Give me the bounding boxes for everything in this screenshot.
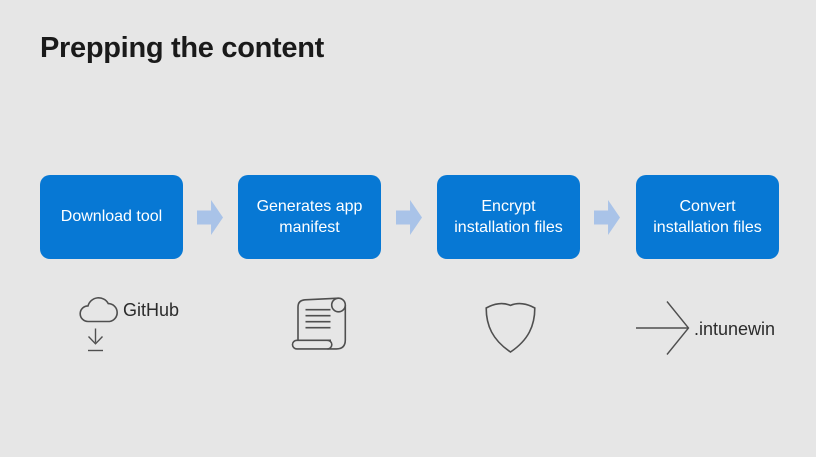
caption-github: GitHub [123, 300, 180, 320]
step-label-convert-installation-files: Convert installation files [653, 197, 762, 236]
caption-intunewin: .intunewin [694, 319, 776, 339]
scroll-icon [291, 296, 348, 354]
page-title: Prepping the content [40, 32, 325, 64]
flow-arrow-icon [197, 200, 223, 235]
flow-arrow-icon [396, 200, 422, 235]
step-box-convert-installation-files: Convert installation files [636, 175, 779, 259]
step-box-encrypt-installation-files: Encrypt installation files [437, 175, 580, 259]
arrow-right-icon [634, 300, 692, 356]
step-label-download-tool: Download tool [60, 208, 163, 226]
cloud-download-icon [76, 295, 120, 357]
shield-icon [484, 301, 537, 354]
step-box-download-tool: Download tool [40, 175, 183, 259]
flow-arrow-icon [594, 200, 620, 235]
step-label-encrypt-installation-files: Encrypt installation files [454, 197, 563, 236]
step-box-generates-app-manifest: Generates app manifest [238, 175, 381, 259]
step-label-generates-app-manifest: Generates app manifest [256, 197, 363, 236]
